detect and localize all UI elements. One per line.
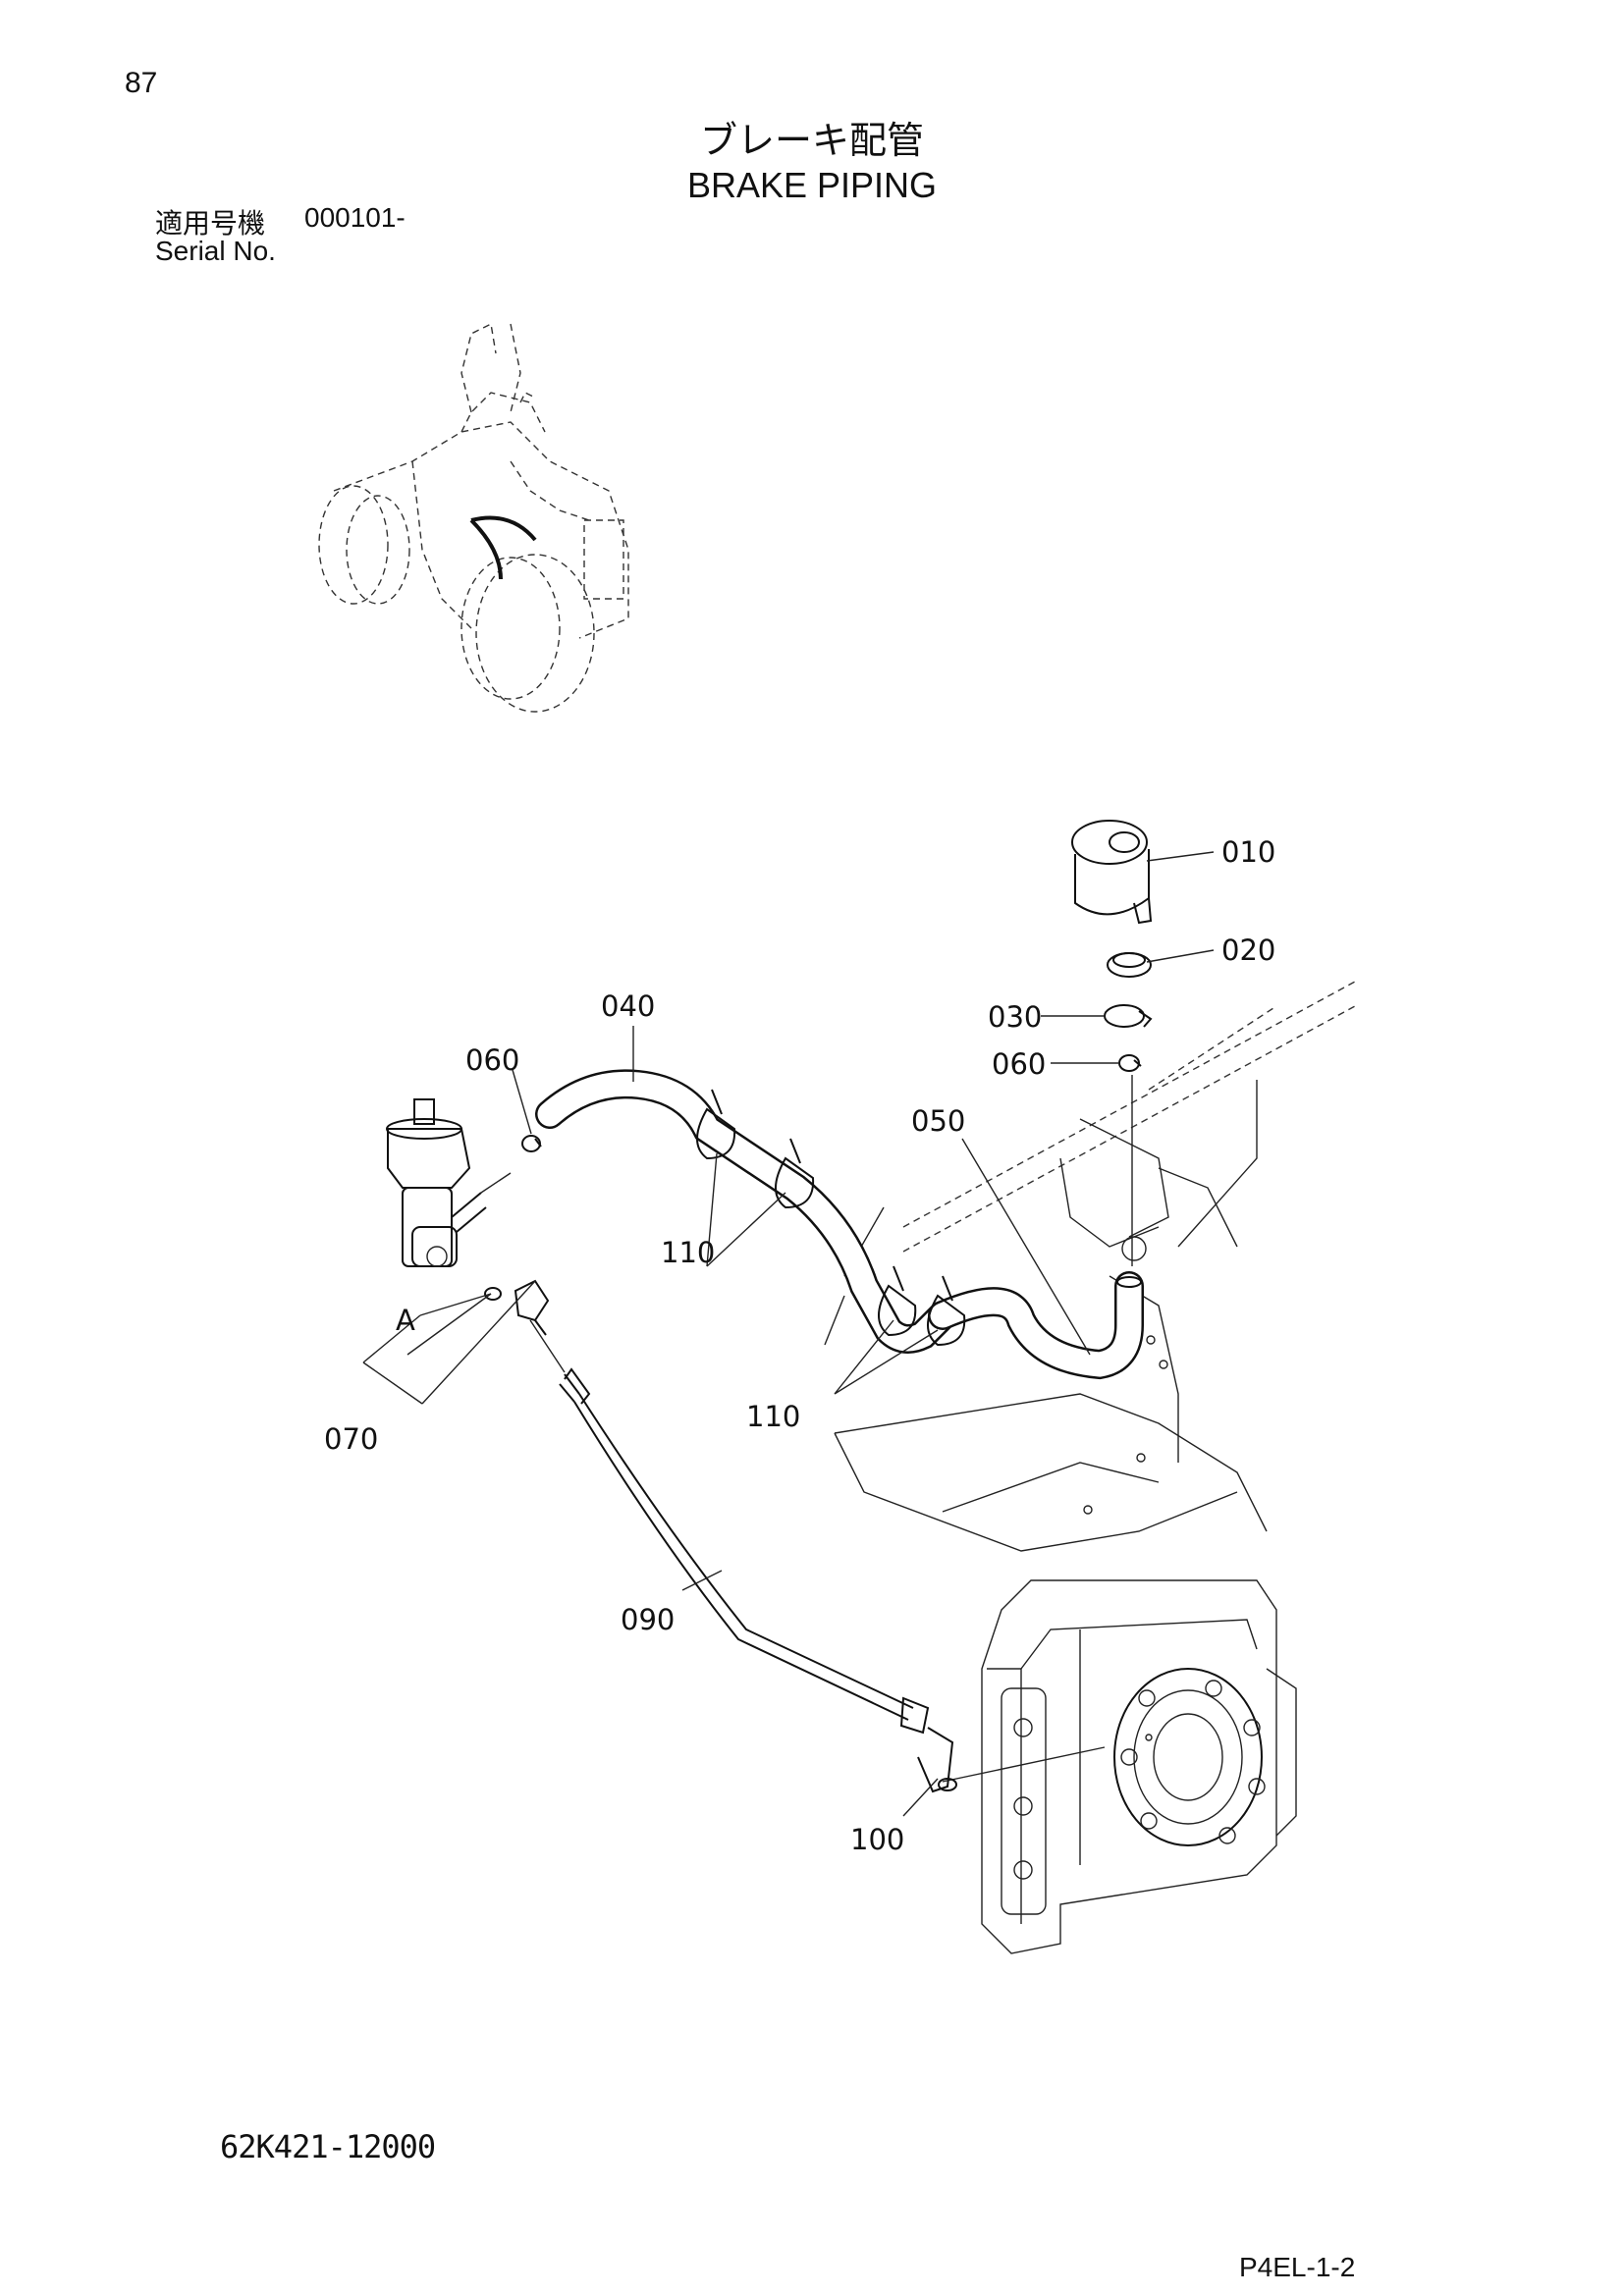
hose-clamp [1104, 1004, 1153, 1028]
clip-right [1118, 1054, 1142, 1072]
page-number: 87 [125, 67, 158, 99]
chassis-frame [824, 981, 1356, 1552]
callout-090: 090 [621, 1603, 675, 1636]
tractor-overview-sketch [318, 322, 629, 713]
callout-A: A [396, 1304, 415, 1337]
hose-050 [928, 1271, 1144, 1380]
title-japanese: ブレーキ配管 [699, 121, 924, 162]
callout-070: 070 [324, 1422, 378, 1456]
brake-fluid-reservoir [1071, 820, 1153, 925]
callout-110-upper: 110 [661, 1236, 715, 1269]
serial-value: 000101- [304, 202, 406, 233]
callout-020: 020 [1221, 934, 1275, 967]
transmission-housing [942, 1579, 1297, 1954]
master-cylinder [386, 1098, 512, 1267]
callout-040: 040 [601, 989, 655, 1023]
callout-030: 030 [988, 1000, 1042, 1034]
drawing-number: 62K421-12000 [220, 2128, 436, 2165]
callout-100: 100 [850, 1823, 904, 1856]
callout-060-right: 060 [992, 1047, 1046, 1081]
cable-ties [696, 1089, 966, 1347]
title-english: BRAKE PIPING [686, 165, 938, 205]
brake-hose-090 [559, 1367, 930, 1735]
hose-040 [535, 1069, 957, 1354]
serial-label-english: Serial No. [155, 236, 276, 266]
page-code: P4EL-1-2 [1239, 2252, 1356, 2282]
fitting-070 [484, 1279, 550, 1336]
leader-lines [362, 851, 1215, 1817]
clip-left [521, 1135, 542, 1152]
elbow-fitting-100 [917, 1727, 957, 1793]
callout-labels: 010 020 030 060 060 040 050 110 110 A 07… [324, 835, 1275, 1856]
callout-050: 050 [911, 1104, 965, 1138]
callout-010: 010 [1221, 835, 1275, 869]
grommet [1107, 952, 1152, 978]
callout-060-left: 060 [465, 1043, 519, 1077]
serial-label-japanese: 適用号機 [155, 208, 266, 239]
callout-110-lower: 110 [746, 1400, 800, 1433]
